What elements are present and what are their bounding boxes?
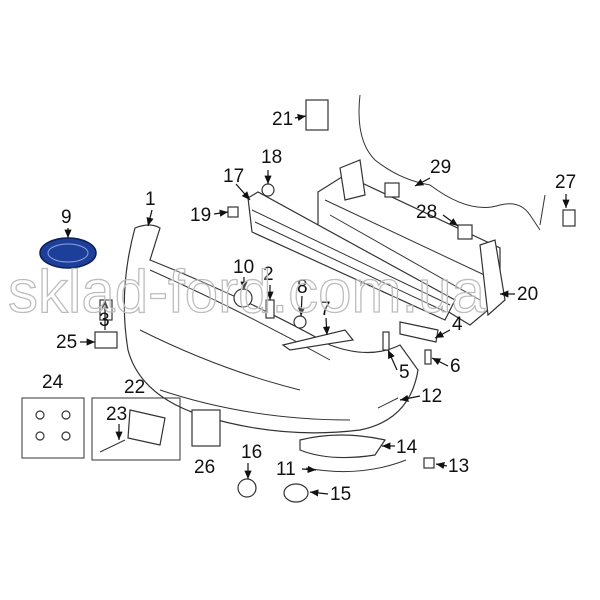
bolt-8 — [293, 315, 307, 329]
bracket-21 — [305, 99, 329, 131]
leader-line-5 — [387, 349, 398, 371]
callout-25: 25 — [56, 332, 77, 353]
bolt-5 — [382, 331, 390, 351]
callout-10: 10 — [233, 257, 254, 278]
callout-12: 12 — [421, 386, 442, 407]
callout-2: 2 — [263, 264, 274, 285]
kit-box-24 — [21, 397, 85, 459]
callout-24: 24 — [42, 372, 64, 393]
bracket-25 — [94, 331, 118, 349]
sensor-28b — [457, 224, 473, 240]
callout-26: 26 — [194, 457, 215, 478]
callout-19: 19 — [190, 205, 211, 226]
nut-19 — [227, 206, 239, 218]
license-bracket-22 — [127, 409, 166, 446]
parking-aid-wiring — [358, 94, 546, 231]
leader-line-8 — [297, 295, 306, 317]
leader-line-6 — [431, 357, 449, 367]
callout-29: 29 — [430, 157, 451, 178]
callout-8: 8 — [297, 277, 308, 298]
callout-17: 17 — [223, 166, 244, 187]
callout-27: 27 — [555, 172, 576, 193]
pin-23 — [99, 439, 126, 453]
callout-13: 13 — [448, 456, 469, 477]
clip-16 — [237, 478, 257, 498]
leader-line-7 — [322, 317, 331, 336]
bracket-7 — [281, 329, 355, 351]
sensor-28a — [384, 182, 400, 198]
leader-line-1 — [146, 209, 154, 227]
callout-21: 21 — [272, 109, 293, 130]
leader-line-29 — [414, 177, 431, 187]
bumper-cover — [123, 224, 419, 434]
watermark: sklad-ford.com.ua — [8, 258, 485, 325]
leader-line-28 — [442, 214, 459, 227]
leader-line-19 — [213, 209, 229, 217]
molding-11 — [305, 459, 407, 473]
callout-20: 20 — [517, 284, 538, 305]
callout-22: 22 — [124, 377, 145, 398]
leader-line-21 — [294, 113, 307, 122]
callout-4: 4 — [452, 314, 463, 335]
leader-line-17 — [235, 183, 251, 201]
callout-6: 6 — [450, 356, 461, 377]
kit-box-22 — [91, 397, 181, 461]
callout-3: 3 — [99, 310, 110, 331]
leader-line-4 — [434, 329, 451, 339]
nut-13 — [423, 457, 435, 469]
callout-18: 18 — [261, 147, 282, 168]
callout-7: 7 — [320, 299, 331, 320]
callout-15: 15 — [330, 484, 351, 505]
grommet-15 — [283, 483, 309, 503]
sensor-27 — [562, 209, 576, 227]
callout-5: 5 — [399, 362, 410, 383]
screws-24 — [35, 410, 71, 441]
callout-14: 14 — [396, 437, 418, 458]
fog-lamp-bezel-14 — [299, 434, 386, 459]
callout-1: 1 — [145, 189, 156, 210]
bolt-6 — [424, 349, 432, 365]
bumper-reinforcement-beam — [317, 159, 506, 326]
pin-18 — [261, 183, 275, 197]
callout-28: 28 — [416, 202, 437, 223]
callout-9: 9 — [61, 207, 72, 228]
leader-line-13 — [435, 461, 448, 470]
callout-11: 11 — [276, 459, 296, 480]
callout-16: 16 — [241, 442, 262, 463]
pin-12 — [377, 397, 399, 409]
leader-line-11 — [301, 465, 317, 473]
leader-line-15 — [309, 489, 329, 497]
bracket-26 — [191, 409, 221, 447]
callout-23: 23 — [106, 404, 127, 425]
leader-line-12 — [399, 394, 421, 402]
bracket-4 — [399, 321, 439, 343]
energy-absorber — [247, 191, 456, 321]
